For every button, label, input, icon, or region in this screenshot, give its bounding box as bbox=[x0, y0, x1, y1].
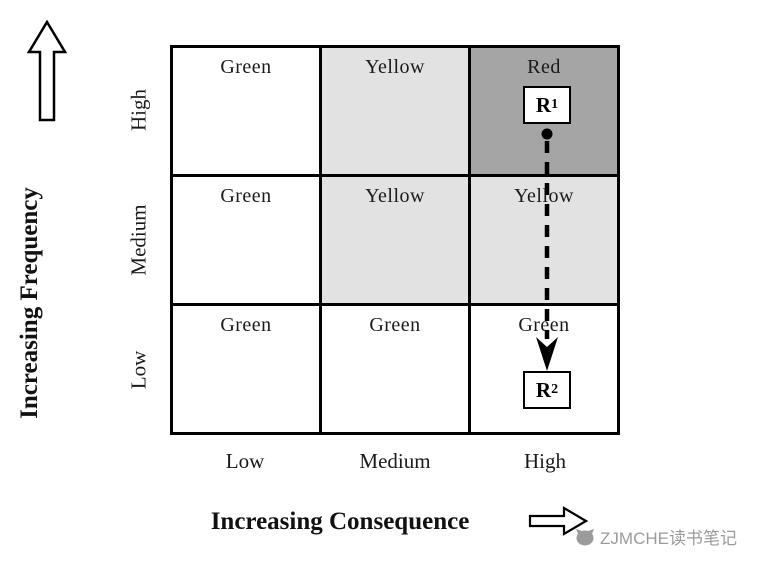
x-axis-title: Increasing Consequence bbox=[210, 508, 470, 535]
row-label-medium: Medium bbox=[118, 175, 160, 305]
watermark: ZJMCHE读书笔记 bbox=[575, 524, 737, 549]
matrix-cell-high-low: Green bbox=[173, 48, 319, 174]
matrix-cell-low-low: Green bbox=[173, 306, 319, 432]
row-label-high-text: High bbox=[126, 89, 151, 131]
cell-label: Yellow bbox=[365, 185, 425, 207]
cell-label: Red bbox=[527, 56, 561, 78]
cell-label: Green bbox=[220, 56, 272, 78]
matrix-cell-medium-high: Yellow bbox=[471, 177, 617, 303]
cell-label: Green bbox=[518, 314, 570, 336]
col-label-medium: Medium bbox=[359, 449, 431, 473]
matrix-cell-medium-low: Green bbox=[173, 177, 319, 303]
row-label-low: Low bbox=[118, 305, 160, 435]
matrix-cell-medium-medium: Yellow bbox=[322, 177, 468, 303]
up-arrow-icon bbox=[27, 20, 67, 122]
row-label-low-text: Low bbox=[126, 350, 151, 390]
matrix-cell-high-medium: Yellow bbox=[322, 48, 468, 174]
col-label-low: Low bbox=[225, 449, 265, 473]
risk-transition-dashed-arrow-icon bbox=[536, 128, 558, 371]
cell-label: Yellow bbox=[365, 56, 425, 78]
row-label-high: High bbox=[118, 45, 160, 175]
y-axis-title: Increasing Frequency bbox=[8, 128, 52, 478]
cell-label: Green bbox=[220, 314, 272, 336]
watermark-icon bbox=[576, 528, 595, 545]
cell-label: Yellow bbox=[514, 185, 574, 207]
y-axis-title-text: Increasing Frequency bbox=[16, 187, 43, 419]
r2-subscript: 2 bbox=[551, 382, 559, 397]
row-label-medium-text: Medium bbox=[126, 204, 151, 276]
watermark-text: ZJMCHE读书笔记 bbox=[600, 529, 737, 548]
col-label-high: High bbox=[524, 449, 566, 473]
cell-label: Green bbox=[369, 314, 421, 336]
matrix-cell-low-high: Green bbox=[471, 306, 617, 432]
r1-label: R bbox=[535, 92, 552, 117]
r1-subscript: 1 bbox=[551, 97, 559, 112]
r2-label: R bbox=[535, 377, 552, 402]
cell-label: Green bbox=[220, 185, 272, 207]
right-arrow-icon bbox=[528, 506, 588, 536]
matrix-cell-low-medium: Green bbox=[322, 306, 468, 432]
